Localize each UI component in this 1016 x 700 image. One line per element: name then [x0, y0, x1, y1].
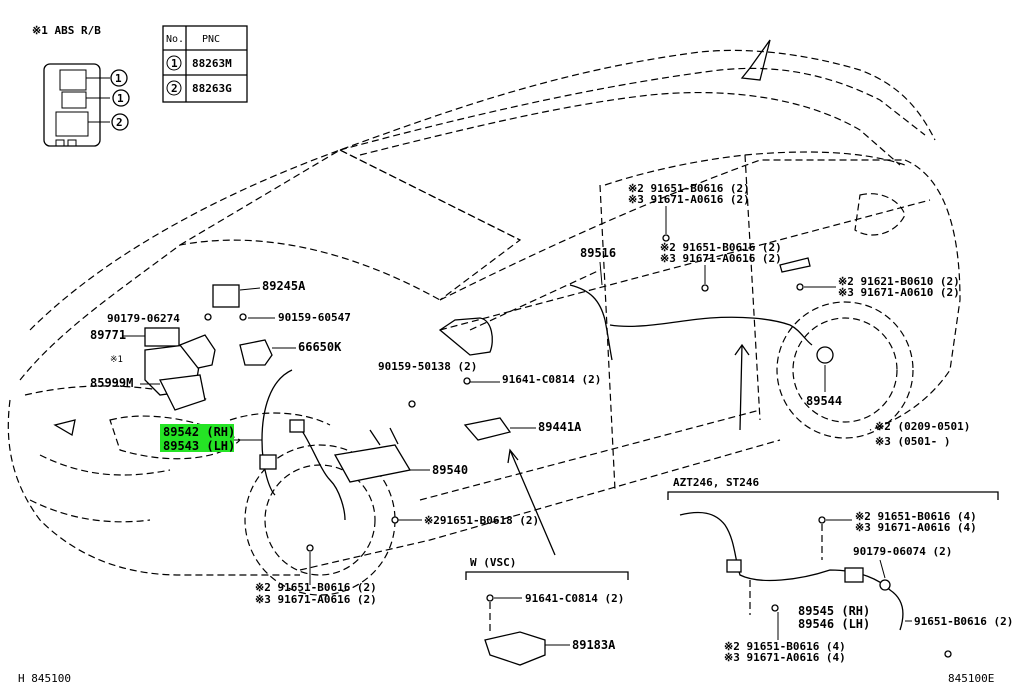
table-header-pnc: PNC: [202, 34, 220, 45]
sensor-shape: [463, 417, 512, 441]
label-azt-bolt3[interactable]: 91651-B0616 (2): [914, 615, 1013, 628]
date-note-2: ※2 (0209-0501): [875, 420, 970, 433]
inset-vsc-title: W (VSC): [470, 556, 516, 569]
inset-azt-title: AZT246, ST246: [673, 476, 759, 489]
bracket-shape: [159, 374, 206, 411]
label-azt-bolt-b[interactable]: ※3 91671-A0616 (4): [855, 521, 977, 534]
sensor-clip-shape: [259, 454, 277, 470]
label-91641-c0814[interactable]: 91641-C0814 (2): [502, 373, 601, 386]
label-89542[interactable]: 89542 (RH): [163, 425, 235, 439]
callout-number: 1: [115, 72, 122, 85]
inset-vsc: W (VSC) 91641-C0814 (2) 89183A: [465, 556, 629, 666]
rear-sensor-shape: [816, 346, 834, 364]
label-rear-bolt-b[interactable]: ※3 91671-A0610 (2): [838, 286, 960, 299]
connector-bracket-shape: [239, 339, 273, 366]
label-89545[interactable]: 89545 (RH): [798, 604, 870, 618]
yaw-rate-sensor-shape: [212, 284, 240, 308]
relay-pin: [55, 139, 65, 147]
label-front-bolt-a[interactable]: ※2 91651-B0616 (2): [255, 581, 377, 594]
relay-slot: [55, 111, 89, 137]
label-89771[interactable]: 89771: [90, 328, 126, 342]
label-pillar-top-a[interactable]: ※2 91651-B0616 (2): [628, 182, 750, 195]
bracket-shape: [178, 334, 216, 369]
label-90159-60547[interactable]: 90159-60547: [278, 311, 351, 324]
highlight: [160, 424, 234, 452]
label-pillar-mid-a[interactable]: ※2 91651-B0616 (2): [660, 241, 782, 254]
table-row-no: 1: [171, 57, 178, 70]
relay-pin: [67, 139, 77, 147]
table-header-no: No.: [166, 34, 184, 45]
control-unit-shape: [144, 327, 180, 347]
relay-block: [43, 63, 101, 147]
label-90179-06274[interactable]: 90179-06274: [107, 312, 180, 325]
label-90159-50138[interactable]: 90159-50138 (2): [378, 360, 477, 373]
vsc-sensor-shape: [484, 631, 546, 666]
label-front-bolt-b[interactable]: ※3 91671-A0616 (2): [255, 593, 377, 606]
footer-left-code: H 845100: [18, 672, 71, 685]
label-pillar-mid-b[interactable]: ※3 91671-A0616 (2): [660, 252, 782, 265]
label-azt-bolt-a[interactable]: ※2 91651-B0616 (4): [855, 510, 977, 523]
parts-shapes: [144, 234, 834, 556]
label-89543[interactable]: 89543 (LH): [163, 439, 235, 453]
callout-circle: [112, 89, 130, 107]
relay-slot: [61, 91, 87, 109]
label-89183a[interactable]: 89183A: [572, 638, 616, 652]
table-row-pnc: 88263M: [192, 57, 232, 70]
label-89245a[interactable]: 89245A: [262, 279, 306, 293]
label-89546[interactable]: 89546 (LH): [798, 617, 870, 631]
label-pillar-top-b[interactable]: ※3 91671-A0616 (2): [628, 193, 750, 206]
footer-right-code: 845100E: [948, 672, 994, 685]
label-66650k[interactable]: 66650K: [298, 340, 342, 354]
label-89516[interactable]: 89516: [580, 246, 616, 260]
label-azt-clip[interactable]: 90179-06074 (2): [853, 545, 952, 558]
callout-number: 2: [116, 116, 123, 129]
inset-azt: AZT246, ST246 ※2 91651-B0616 (4) ※3 9167…: [667, 476, 1013, 664]
car-outline: [7, 39, 961, 596]
label-85999m[interactable]: 85999M: [90, 376, 133, 390]
label-azt-bolt2-b[interactable]: ※3 91671-A0616 (4): [724, 651, 846, 664]
label-91651-b0618[interactable]: ※291651-B0618 (2): [424, 514, 539, 527]
label-azt-bolt2-a[interactable]: ※2 91651-B0616 (4): [724, 640, 846, 653]
label-rear-bolt-a[interactable]: ※2 91621-B0610 (2): [838, 275, 960, 288]
label-89544[interactable]: 89544: [806, 394, 842, 408]
legend: ※1 ABS R/B 1 1 2 No. PNC 1 88263M 2: [32, 24, 248, 147]
callout-number: 1: [117, 92, 124, 105]
table-row-pnc: 88263G: [192, 82, 232, 95]
relay-slot: [59, 69, 87, 91]
callout-circle: [111, 113, 129, 131]
abs-ecu-shape: [333, 444, 412, 483]
legend-note: ※1 ABS R/B: [32, 24, 101, 37]
table-row-no: 2: [171, 82, 178, 95]
callout-circle: [110, 69, 128, 87]
date-note-3: ※3 (0501- ): [875, 435, 950, 448]
label-89441a[interactable]: 89441A: [538, 420, 582, 434]
label-vsc-bolt[interactable]: 91641-C0814 (2): [525, 592, 624, 605]
label-89540[interactable]: 89540: [432, 463, 468, 477]
sensor-clip-shape: [289, 419, 305, 433]
part-labels: 89245A 90179-06274 90159-60547 89771 ※1 …: [90, 182, 970, 606]
label-x1: ※1: [110, 355, 123, 365]
pnc-table: No. PNC 1 88263M 2 88263G: [162, 25, 248, 103]
